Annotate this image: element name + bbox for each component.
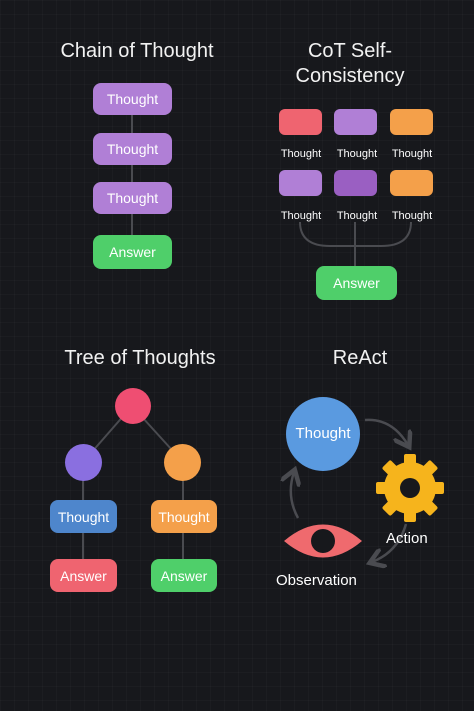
tot-left-answer: Answer: [50, 559, 117, 592]
cot-sc-chip-r1-2: [334, 109, 377, 135]
cot-sc-chip-r2-2: [334, 170, 377, 196]
tot-left-node: [65, 444, 102, 481]
cot-sc-label-r2-1: Thought: [280, 210, 322, 222]
cot-sc-chip-r1-1: [279, 109, 322, 135]
cot-connector: [131, 100, 133, 252]
cot-thought-2: Thought: [93, 133, 172, 165]
cot-sc-title-line2: Consistency: [295, 65, 405, 87]
cot-sc-title-line1: CoT Self-: [307, 40, 393, 62]
cot-thought-3: Thought: [93, 182, 172, 214]
cot-sc-label-r1-2: Thought: [336, 148, 378, 160]
react-title: ReAct: [332, 347, 388, 369]
cot-sc-label-r2-3: Thought: [391, 210, 433, 222]
cot-sc-chip-r2-1: [279, 170, 322, 196]
cot-sc-label-r1-1: Thought: [280, 148, 322, 160]
cot-sc-chip-r2-3: [390, 170, 433, 196]
cot-thought-1: Thought: [93, 83, 172, 115]
cot-sc-chip-r1-3: [390, 109, 433, 135]
react-thought-label: Thought: [295, 425, 351, 442]
tot-left-thought: Thought: [50, 500, 117, 533]
tot-right-node: [164, 444, 201, 481]
react-observation-label: Observation: [276, 572, 357, 589]
tot-right-answer: Answer: [151, 559, 217, 592]
tot-root-node: [115, 388, 151, 424]
cot-sc-answer: Answer: [316, 266, 397, 300]
tot-title: Tree of Thoughts: [64, 347, 216, 369]
cot-title: Chain of Thought: [60, 40, 214, 62]
react-action-label: Action: [386, 530, 428, 547]
cot-sc-label-r1-3: Thought: [391, 148, 433, 160]
tot-right-thought: Thought: [151, 500, 217, 533]
cot-sc-label-r2-2: Thought: [336, 210, 378, 222]
react-thought-node: [286, 397, 360, 471]
cot-answer: Answer: [93, 235, 172, 269]
